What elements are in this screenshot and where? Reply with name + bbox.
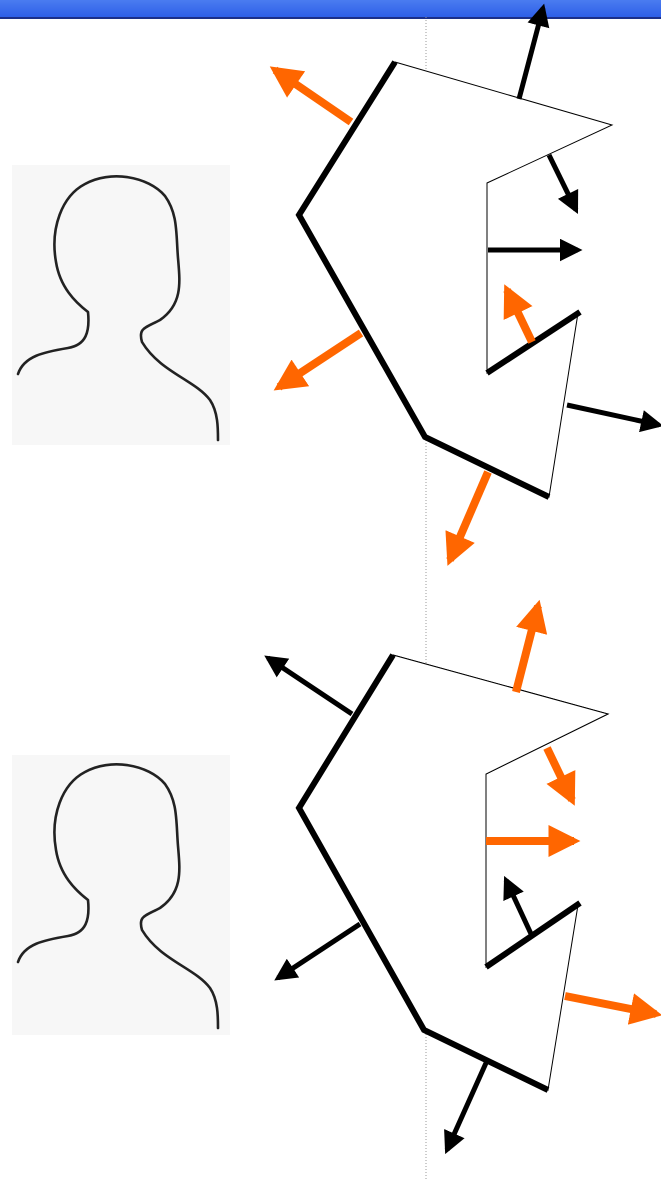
- black-normal-arrow: [516, 3, 550, 100]
- viewer-person-icon: [12, 755, 230, 1035]
- black-normal-arrow: [546, 153, 579, 215]
- orange-normal-arrow: [503, 284, 536, 344]
- lower-panel: [12, 599, 661, 1155]
- silhouette-edge-inner: [485, 309, 582, 376]
- silhouette-edge-outer: [295, 60, 551, 500]
- orange-normal-arrow: [273, 329, 364, 391]
- black-normal-arrow: [274, 921, 362, 981]
- silhouette-edge-outer: [295, 653, 550, 1093]
- orange-normal-arrow: [543, 746, 576, 806]
- object-polygon: [298, 654, 610, 1091]
- header-bar: [0, 0, 661, 19]
- black-normal-arrow: [566, 402, 661, 433]
- orange-normal-arrow: [564, 992, 661, 1025]
- upper-panel: [12, 3, 661, 566]
- viewer-person-icon: [12, 165, 230, 445]
- orange-normal-arrow: [445, 470, 492, 566]
- orange-normal-arrow: [269, 66, 354, 126]
- black-normal-arrow: [503, 875, 535, 938]
- black-normal-arrow: [444, 1061, 489, 1155]
- orange-normal-arrow: [512, 599, 548, 693]
- object-polygon: [298, 61, 614, 498]
- black-normal-arrow: [264, 655, 354, 717]
